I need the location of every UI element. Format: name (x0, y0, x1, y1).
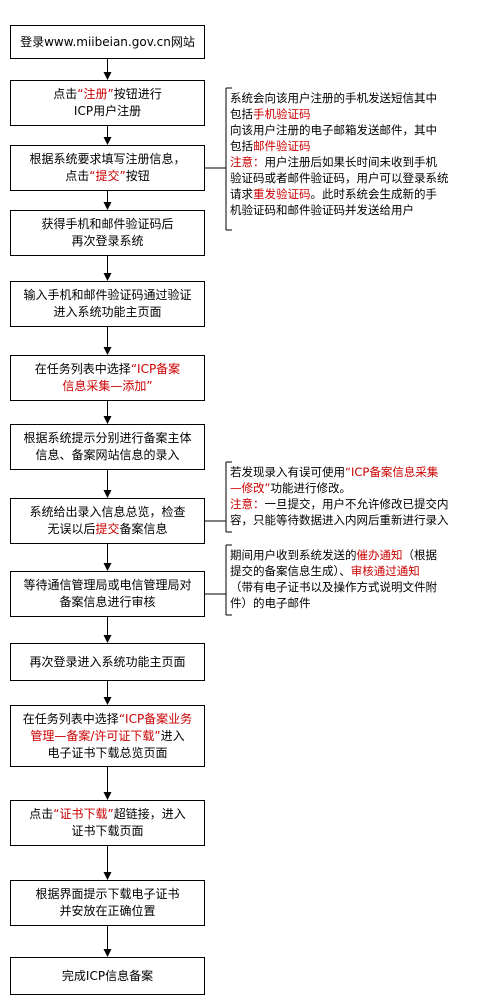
step-text: “提交” (89, 169, 126, 183)
note-text: 请求 (230, 187, 253, 201)
step-box-5: 输入手机和邮件验证码通过验证进入系统功能主页面 (10, 281, 205, 327)
step-label: 再次登录进入系统功能主页面 (29, 654, 185, 671)
note-text: 系统会向该用户注册的手机发送短信其中 (230, 91, 437, 105)
step-box-7: 根据系统提示分别进行备案主体信息、备案网站信息的录入 (10, 424, 205, 470)
note-text: 提交的备案信息生成）、 (230, 564, 351, 578)
step-text: 证书下载页面 (71, 824, 144, 838)
step-text: 再次登录系统 (71, 234, 144, 248)
step-text: 获得手机和邮件验证码后 (41, 217, 174, 231)
step-text: 完成ICP信息备案 (61, 968, 154, 983)
note-text: 包括 (230, 139, 253, 153)
step-text: 提交 (95, 522, 120, 536)
note-text: 包括 (230, 107, 253, 121)
step-text: 根据界面提示下载电子证书 (35, 887, 180, 901)
step-label: 点击“注册”按钮进行 ICP用户注册 (53, 86, 161, 120)
step-label: 获得手机和邮件验证码后再次登录系统 (41, 216, 173, 250)
step-label: 登录www.miibeian.gov.cn网站 (20, 34, 195, 51)
step-text: 在任务列表中选择 (22, 711, 119, 726)
step-text: 进入系统功能主页面 (53, 305, 162, 319)
step-label: 根据系统提示分别进行备案主体信息、备案网站信息的录入 (23, 430, 191, 464)
step-text: 再次登录进入系统功能主页面 (29, 654, 186, 669)
step-text: 备案信息 (119, 522, 168, 536)
step-text: 管理—备案/许可证下载” (30, 728, 161, 743)
step-text: 进入 (160, 728, 185, 743)
note-text: 催办通知 (356, 548, 403, 562)
step-label: 点击“证书下载”超链接，进入证书下载页面 (29, 806, 185, 840)
step-text: 输入手机和邮件验证码通过验证 (23, 288, 192, 302)
note-text: “ICP备案信息采集 (345, 465, 439, 479)
step-text: “ICP备案 (130, 362, 181, 376)
note-text: 机验证码和邮件验证码并发送给用户 (230, 203, 414, 217)
note-text: 容，只能等待数据进入内网后重新进行录入 (230, 513, 449, 527)
step-text: 无误以后 (47, 522, 96, 536)
step-text: 根据系统要求填写注册信息， (29, 152, 186, 166)
step-text: 点击 (65, 169, 90, 183)
step-text: 系统给出录入信息总览，检查 (29, 505, 186, 519)
note-text: 邮件验证码 (253, 139, 311, 153)
note-text: 。此时系统会生成新的手 (310, 187, 438, 201)
note-text: 期间用户收到系统发送的 (230, 548, 357, 562)
step-box-14: 完成ICP信息备案 (10, 957, 205, 995)
step-box-1: 登录www.miibeian.gov.cn网站 (10, 25, 205, 59)
step-text: ICP用户注册 (73, 104, 142, 118)
note-text: 手机验证码 (253, 107, 311, 121)
step-text: “注册” (77, 87, 114, 101)
step-box-6: 在任务列表中选择“ICP备案信息采集—添加” (10, 355, 205, 401)
step-text: 点击 (29, 807, 54, 821)
step-label: 在任务列表中选择“ICP备案信息采集—添加” (35, 361, 180, 395)
note-text: 审核通过通知 (350, 564, 420, 578)
step-text: 按钮进行 (113, 87, 162, 101)
step-text: 备案信息进行审核 (59, 595, 156, 609)
note-text: 重发验证码 (253, 187, 311, 201)
step-box-12: 点击“证书下载”超链接，进入证书下载页面 (10, 800, 205, 846)
step-box-9: 等待通信管理局或电信管理局对备案信息进行审核 (10, 571, 205, 617)
step-text: “证书下载” (53, 807, 114, 821)
step-text: 电子证书下载总览页面 (47, 745, 168, 760)
step-text: 信息、备案网站信息的录入 (35, 448, 180, 462)
note-text: —修改” (230, 481, 271, 495)
note-text: 验证码或者邮件验证码，用户可以登录系统 (230, 171, 449, 185)
note-text: 向该用户注册的电子邮箱发送邮件，其中 (230, 123, 437, 137)
step-box-10: 再次登录进入系统功能主页面 (10, 643, 205, 681)
step-box-13: 根据界面提示下载电子证书并安放在正确位置 (10, 880, 205, 926)
step-label: 根据界面提示下载电子证书并安放在正确位置 (35, 886, 179, 920)
note-3: 期间用户收到系统发送的催办通知（根据提交的备案信息生成）、审核通过通知 （带有电子… (226, 545, 484, 615)
step-text: 在任务列表中选择 (34, 362, 131, 376)
step-box-8: 系统给出录入信息总览，检查无误以后提交备案信息 (10, 498, 205, 544)
note-text: （根据 (402, 548, 438, 562)
note-text: （带有电子证书以及操作方式说明文件附 (230, 580, 437, 594)
step-box-3: 根据系统要求填写注册信息， 点击“提交”按钮 (10, 145, 205, 191)
note-text: 一旦提交，用户不允许修改已提交内 (264, 497, 449, 511)
step-box-2: 点击“注册”按钮进行 ICP用户注册 (10, 80, 205, 126)
step-label: 根据系统要求填写注册信息， 点击“提交”按钮 (29, 151, 185, 185)
step-label: 在任务列表中选择“ICP备案业务管理—备案/许可证下载”进入电子证书下载总览页面 (23, 711, 192, 762)
step-text: 根据系统提示分别进行备案主体 (23, 431, 192, 445)
note-text: 件）的电子邮件 (230, 596, 311, 610)
step-text: 登录www.miibeian.gov.cn网站 (20, 34, 195, 49)
note-2: 若发现录入有误可使用“ICP备案信息采集 —修改”功能进行修改。注意：一旦提交，用… (226, 462, 484, 532)
note-text: 用户注册后如果长时间未收到手机 (264, 155, 438, 169)
step-label: 输入手机和邮件验证码通过验证进入系统功能主页面 (23, 287, 191, 321)
step-text: 超链接，进入 (113, 807, 186, 821)
step-label: 完成ICP信息备案 (62, 968, 153, 985)
note-text: 注意： (230, 155, 265, 169)
step-text: 点击 (53, 87, 78, 101)
step-text: “ICP备案业务 (118, 711, 193, 726)
step-box-4: 获得手机和邮件验证码后再次登录系统 (10, 210, 205, 256)
note-1: 系统会向该用户注册的手机发送短信其中包括手机验证码向该用户注册的电子邮箱发送邮件… (226, 88, 484, 230)
note-text: 注意： (230, 497, 265, 511)
step-label: 系统给出录入信息总览，检查无误以后提交备案信息 (29, 504, 185, 538)
step-text: 按钮 (125, 169, 150, 183)
step-text: 并安放在正确位置 (59, 904, 156, 918)
note-text: 若发现录入有误可使用 (230, 465, 345, 479)
step-text: 等待通信管理局或电信管理局对 (23, 578, 192, 592)
step-label: 等待通信管理局或电信管理局对备案信息进行审核 (23, 577, 191, 611)
step-text: 信息采集—添加” (62, 379, 153, 393)
step-box-11: 在任务列表中选择“ICP备案业务管理—备案/许可证下载”进入电子证书下载总览页面 (10, 705, 205, 767)
note-text: 功能进行修改。 (270, 481, 351, 495)
